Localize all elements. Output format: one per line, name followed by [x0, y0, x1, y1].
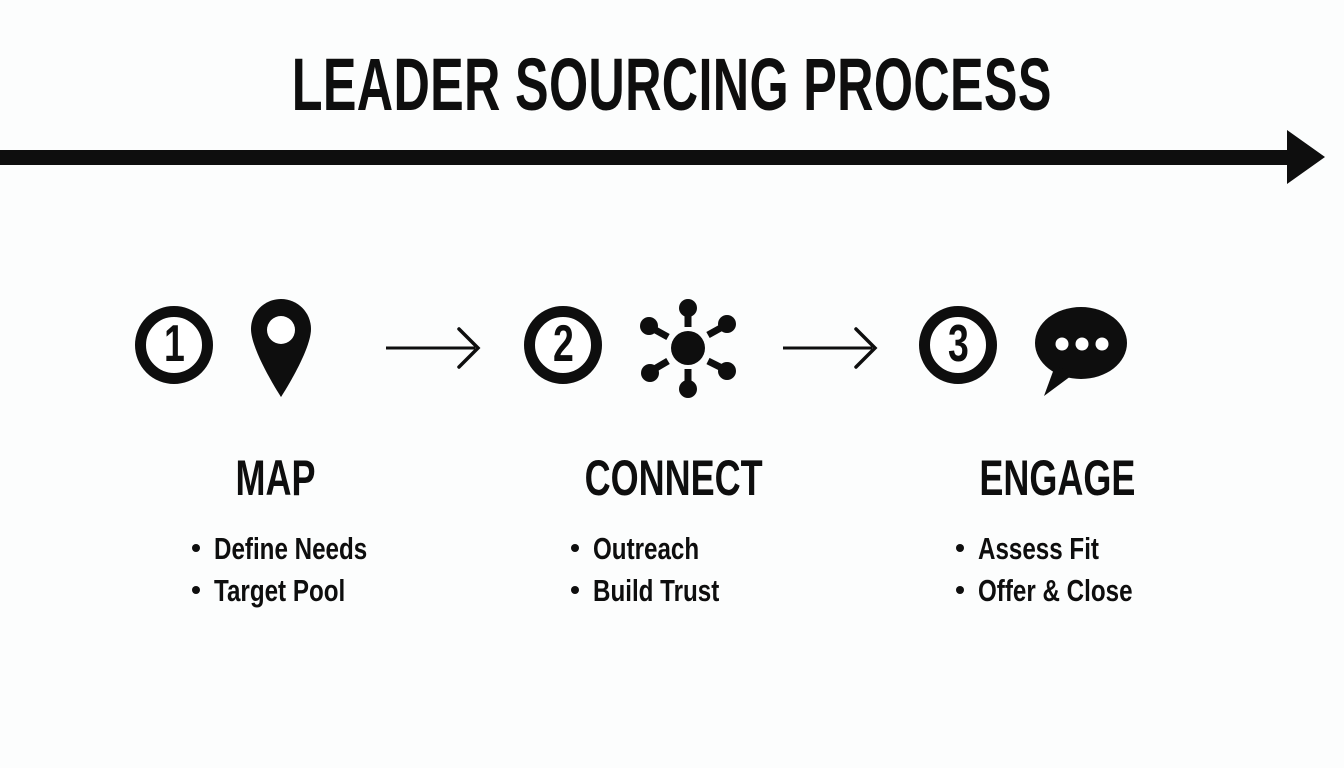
bullet-dot-icon [192, 586, 200, 594]
stage-3-label-text: ENGAGE [978, 450, 1136, 506]
list-item: Build Trust [571, 569, 755, 611]
location-pin-icon [251, 299, 311, 397]
stage-3-number-badge: 3 [919, 306, 997, 384]
bullet-dot-icon [192, 544, 200, 552]
network-hub-icon [640, 299, 736, 398]
bullet-dot-icon [956, 544, 964, 552]
stage-1-label: MAP [126, 452, 426, 504]
stage-3-bullet-list: Assess Fit Offer & Close [956, 527, 1176, 611]
stage-2-label-text: CONNECT [585, 450, 763, 506]
bullet-text: Define Needs [214, 530, 368, 566]
stage-2-bullet-list: Outreach Build Trust [571, 527, 755, 611]
stage-1-number: 1 [163, 314, 185, 373]
bullet-text: Assess Fit [978, 530, 1099, 566]
bullet-dot-icon [571, 544, 579, 552]
timeline-arrowhead-icon [1287, 130, 1325, 184]
timeline-arrow-line [0, 150, 1288, 165]
stage-3-number: 3 [947, 314, 969, 373]
bullet-dot-icon [571, 586, 579, 594]
list-item: Target Pool [192, 569, 410, 611]
stage-2-number: 2 [552, 314, 574, 373]
arrow-right-icon [783, 327, 878, 369]
page-title-text: LEADER SOURCING PROCESS [292, 43, 1052, 126]
list-item: Define Needs [192, 527, 410, 569]
stage-1-bullet-list: Define Needs Target Pool [192, 527, 410, 611]
stage-1-number-badge: 1 [135, 306, 213, 384]
list-item: Offer & Close [956, 569, 1176, 611]
stage-1-label-text: MAP [235, 450, 316, 506]
list-item: Outreach [571, 527, 755, 569]
chat-bubble-icon [1035, 307, 1127, 396]
list-item: Assess Fit [956, 527, 1176, 569]
stage-2-label: CONNECT [524, 452, 824, 504]
bullet-text: Target Pool [214, 572, 346, 608]
bullet-text: Offer & Close [978, 572, 1133, 608]
bullet-dot-icon [956, 586, 964, 594]
bullet-text: Outreach [593, 530, 700, 566]
stage-3-label: ENGAGE [907, 452, 1207, 504]
bullet-text: Build Trust [593, 572, 720, 608]
page-title: LEADER SOURCING PROCESS [0, 48, 1344, 122]
arrow-right-icon [386, 327, 481, 369]
stage-2-number-badge: 2 [524, 306, 602, 384]
